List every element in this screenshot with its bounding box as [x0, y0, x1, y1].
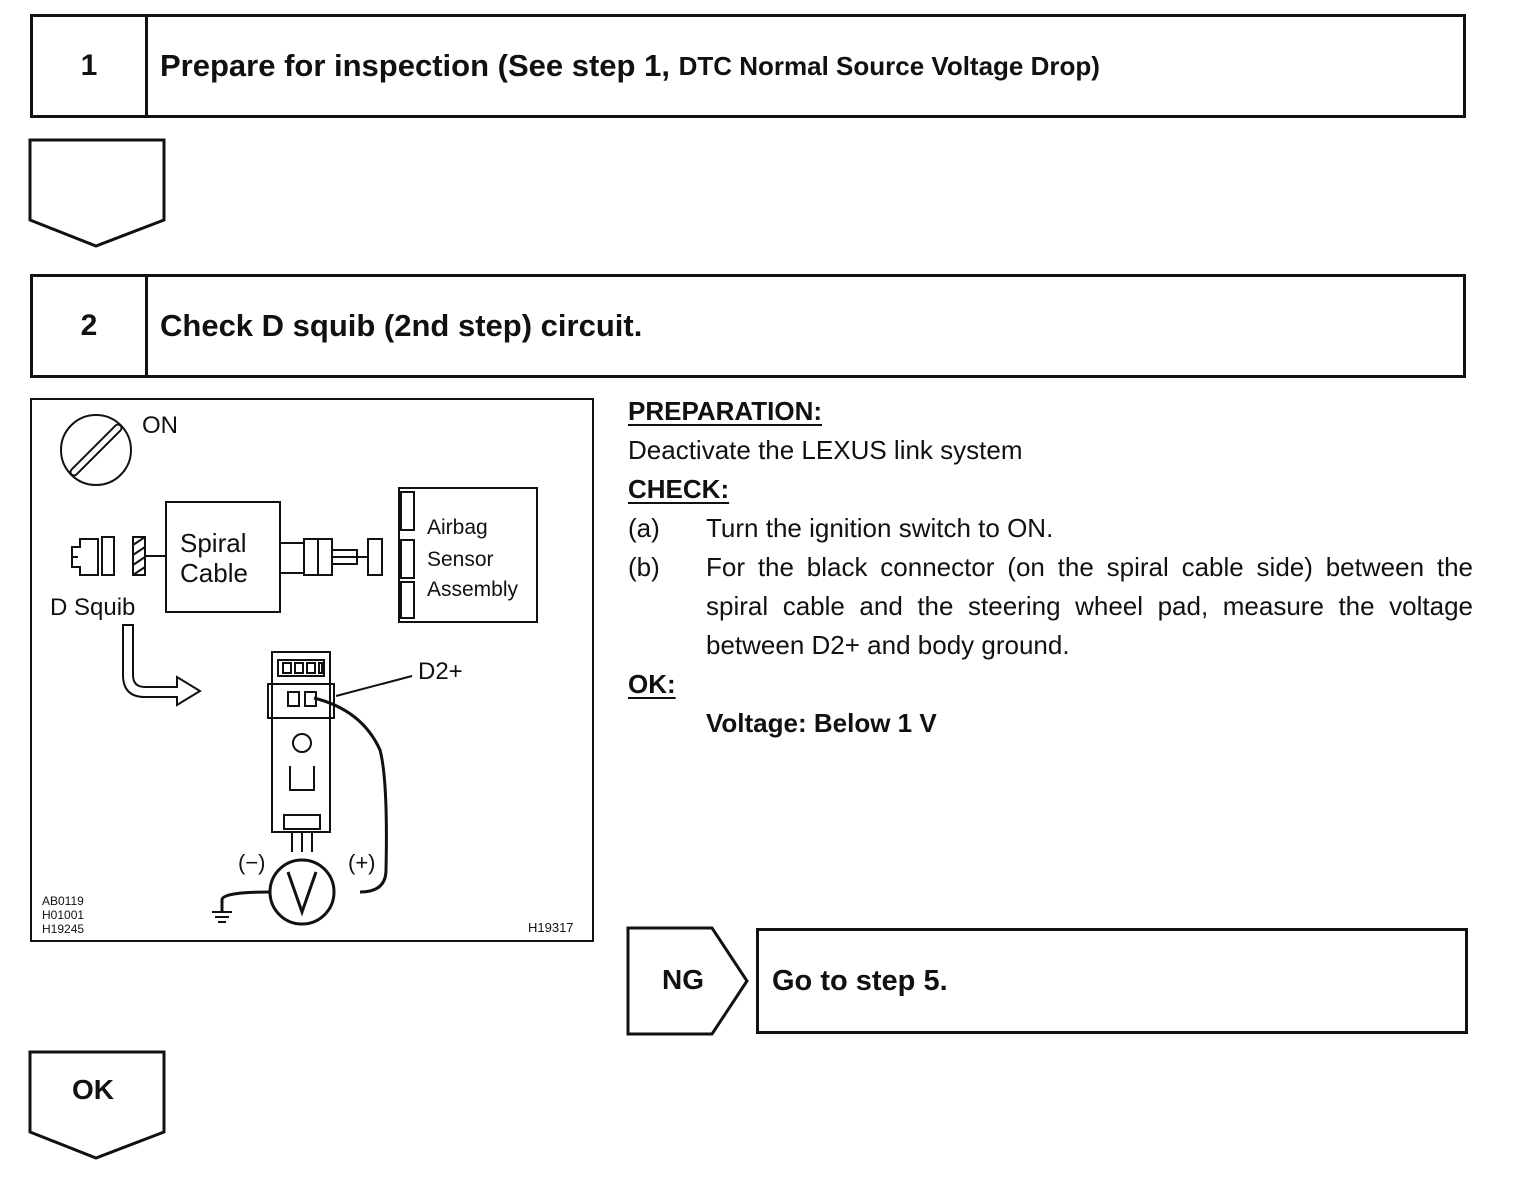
spiral-cable-label-1: Spiral [180, 528, 247, 558]
step-2-header: 2 Check D squib (2nd step) circuit. [30, 274, 1466, 378]
preparation-heading: PREPARATION: [628, 396, 823, 426]
airbag-label-1: Airbag [427, 516, 488, 539]
step-2-number: 2 [33, 277, 148, 375]
diagram-code: H19245 [42, 922, 85, 936]
bent-arrow-icon [122, 624, 202, 707]
check-item-text: For the black connector (on the spiral c… [706, 552, 1473, 660]
airbag-label-2: Sensor [427, 548, 494, 571]
d-squib-label: D Squib [50, 594, 136, 621]
step-1-number: 1 [33, 17, 148, 115]
connector-pair-icon [279, 538, 383, 576]
check-item-text: Turn the ignition switch to ON. [706, 513, 1054, 543]
figure-id: H19317 [528, 920, 574, 935]
step-1-header: 1 Prepare for inspection (See step 1, DT… [30, 14, 1466, 118]
d-squib-connector-icon [71, 536, 166, 576]
ng-action-text: Go to step 5. [772, 964, 948, 997]
instructions: PREPARATION: Deactivate the LEXUS link s… [628, 392, 1473, 743]
preparation-text: Deactivate the LEXUS link system [628, 435, 1023, 465]
airbag-sensor-box [398, 487, 538, 623]
airbag-label-3: Assembly [427, 578, 519, 601]
check-item: (a) Turn the ignition switch to ON. [628, 509, 1473, 548]
ng-label: NG [662, 964, 704, 995]
minus-label: (−) [238, 850, 266, 875]
step-1-title-ref: DTC Normal Source Voltage Drop) [678, 50, 1100, 81]
spiral-cable-label-2: Cable [180, 558, 248, 588]
down-arrow-icon [28, 138, 166, 248]
check-item-mark: (b) [628, 552, 660, 582]
diagram-drawing [60, 414, 538, 926]
check-item-mark: (a) [628, 513, 660, 543]
ok-label: OK [72, 1074, 114, 1105]
diagram-codes: AB0119 H01001 H19245 [42, 894, 84, 936]
wiring-diagram: ON Spiral Cable Airbag Sensor Assembly D… [30, 398, 594, 942]
ok-heading: OK: [628, 669, 676, 699]
diagram-code: AB0119 [42, 894, 84, 908]
step-1-title: Prepare for inspection (See step 1, DTC … [148, 17, 1463, 115]
diagram-code: H01001 [42, 908, 85, 922]
ok-arrow-icon [28, 1050, 166, 1160]
ng-action-box: Go to step 5. [756, 928, 1468, 1034]
ignition-on-label: ON [142, 412, 178, 439]
ignition-key-icon [60, 414, 132, 486]
ground-icon [212, 911, 232, 923]
ok-spec: Voltage: Below 1 V [706, 708, 937, 738]
plus-label: (+) [348, 850, 376, 875]
negative-probe-wire [220, 890, 271, 912]
step-1-title-main: Prepare for inspection (See step 1, [160, 48, 670, 83]
ng-arrow-icon [626, 926, 749, 1036]
d2-plus-label: D2+ [418, 658, 463, 685]
step-2-title: Check D squib (2nd step) circuit. [160, 308, 643, 343]
check-heading: CHECK: [628, 474, 730, 504]
check-item: (b) For the black connector (on the spir… [628, 548, 1473, 665]
positive-probe-wire [313, 696, 388, 894]
connector-body-icon [267, 651, 335, 852]
